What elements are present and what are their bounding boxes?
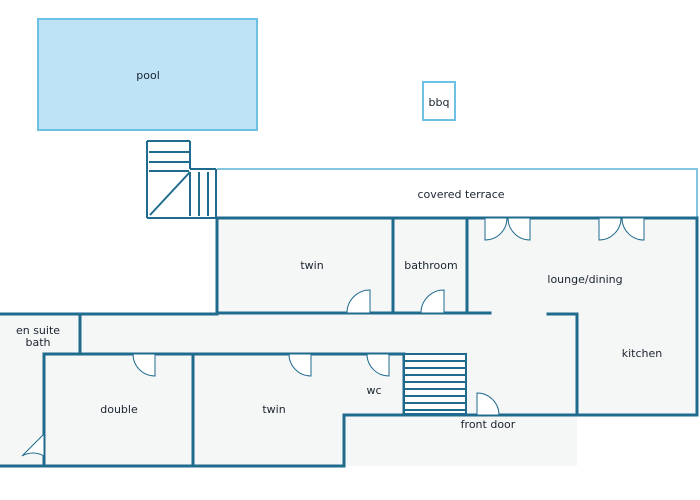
twin-upper-label: twin xyxy=(300,259,323,272)
kitchen-label: kitchen xyxy=(622,347,663,360)
door-terrace-right-b xyxy=(621,217,645,241)
door-twin-lower xyxy=(288,353,312,377)
bbq-label: bbq xyxy=(429,96,450,109)
pool-stairs xyxy=(146,140,217,219)
twin-lower-label: twin xyxy=(262,403,285,416)
door-terrace-left-a xyxy=(484,217,508,241)
door-wc xyxy=(366,353,390,377)
door-double xyxy=(132,353,156,377)
door-bathroom xyxy=(420,289,445,314)
door-twin-upper xyxy=(346,289,371,314)
front-door-label: front door xyxy=(461,418,516,431)
doors xyxy=(21,217,645,457)
door-terrace-right-a xyxy=(598,217,622,241)
covered-terrace-label: covered terrace xyxy=(417,188,504,201)
pool: pool xyxy=(37,18,258,131)
room-fills xyxy=(0,218,697,466)
pool-label: pool xyxy=(136,69,160,82)
covered-terrace: covered terrace xyxy=(217,168,698,218)
interior-stairs xyxy=(403,353,467,415)
wc-label: wc xyxy=(366,384,381,397)
en-suite-label-line2: bath xyxy=(25,336,50,349)
door-terrace-left-b xyxy=(507,217,531,241)
door-en-suite xyxy=(21,432,45,457)
en-suite-label-line1: en suite xyxy=(16,324,60,337)
double-label: double xyxy=(100,403,138,416)
front-door xyxy=(476,392,500,416)
bathroom-label: bathroom xyxy=(404,259,457,272)
room-labels: twin bathroom lounge/dining kitchen en s… xyxy=(16,259,662,431)
lounge-dining-label: lounge/dining xyxy=(547,273,622,286)
bbq: bbq xyxy=(422,81,456,121)
